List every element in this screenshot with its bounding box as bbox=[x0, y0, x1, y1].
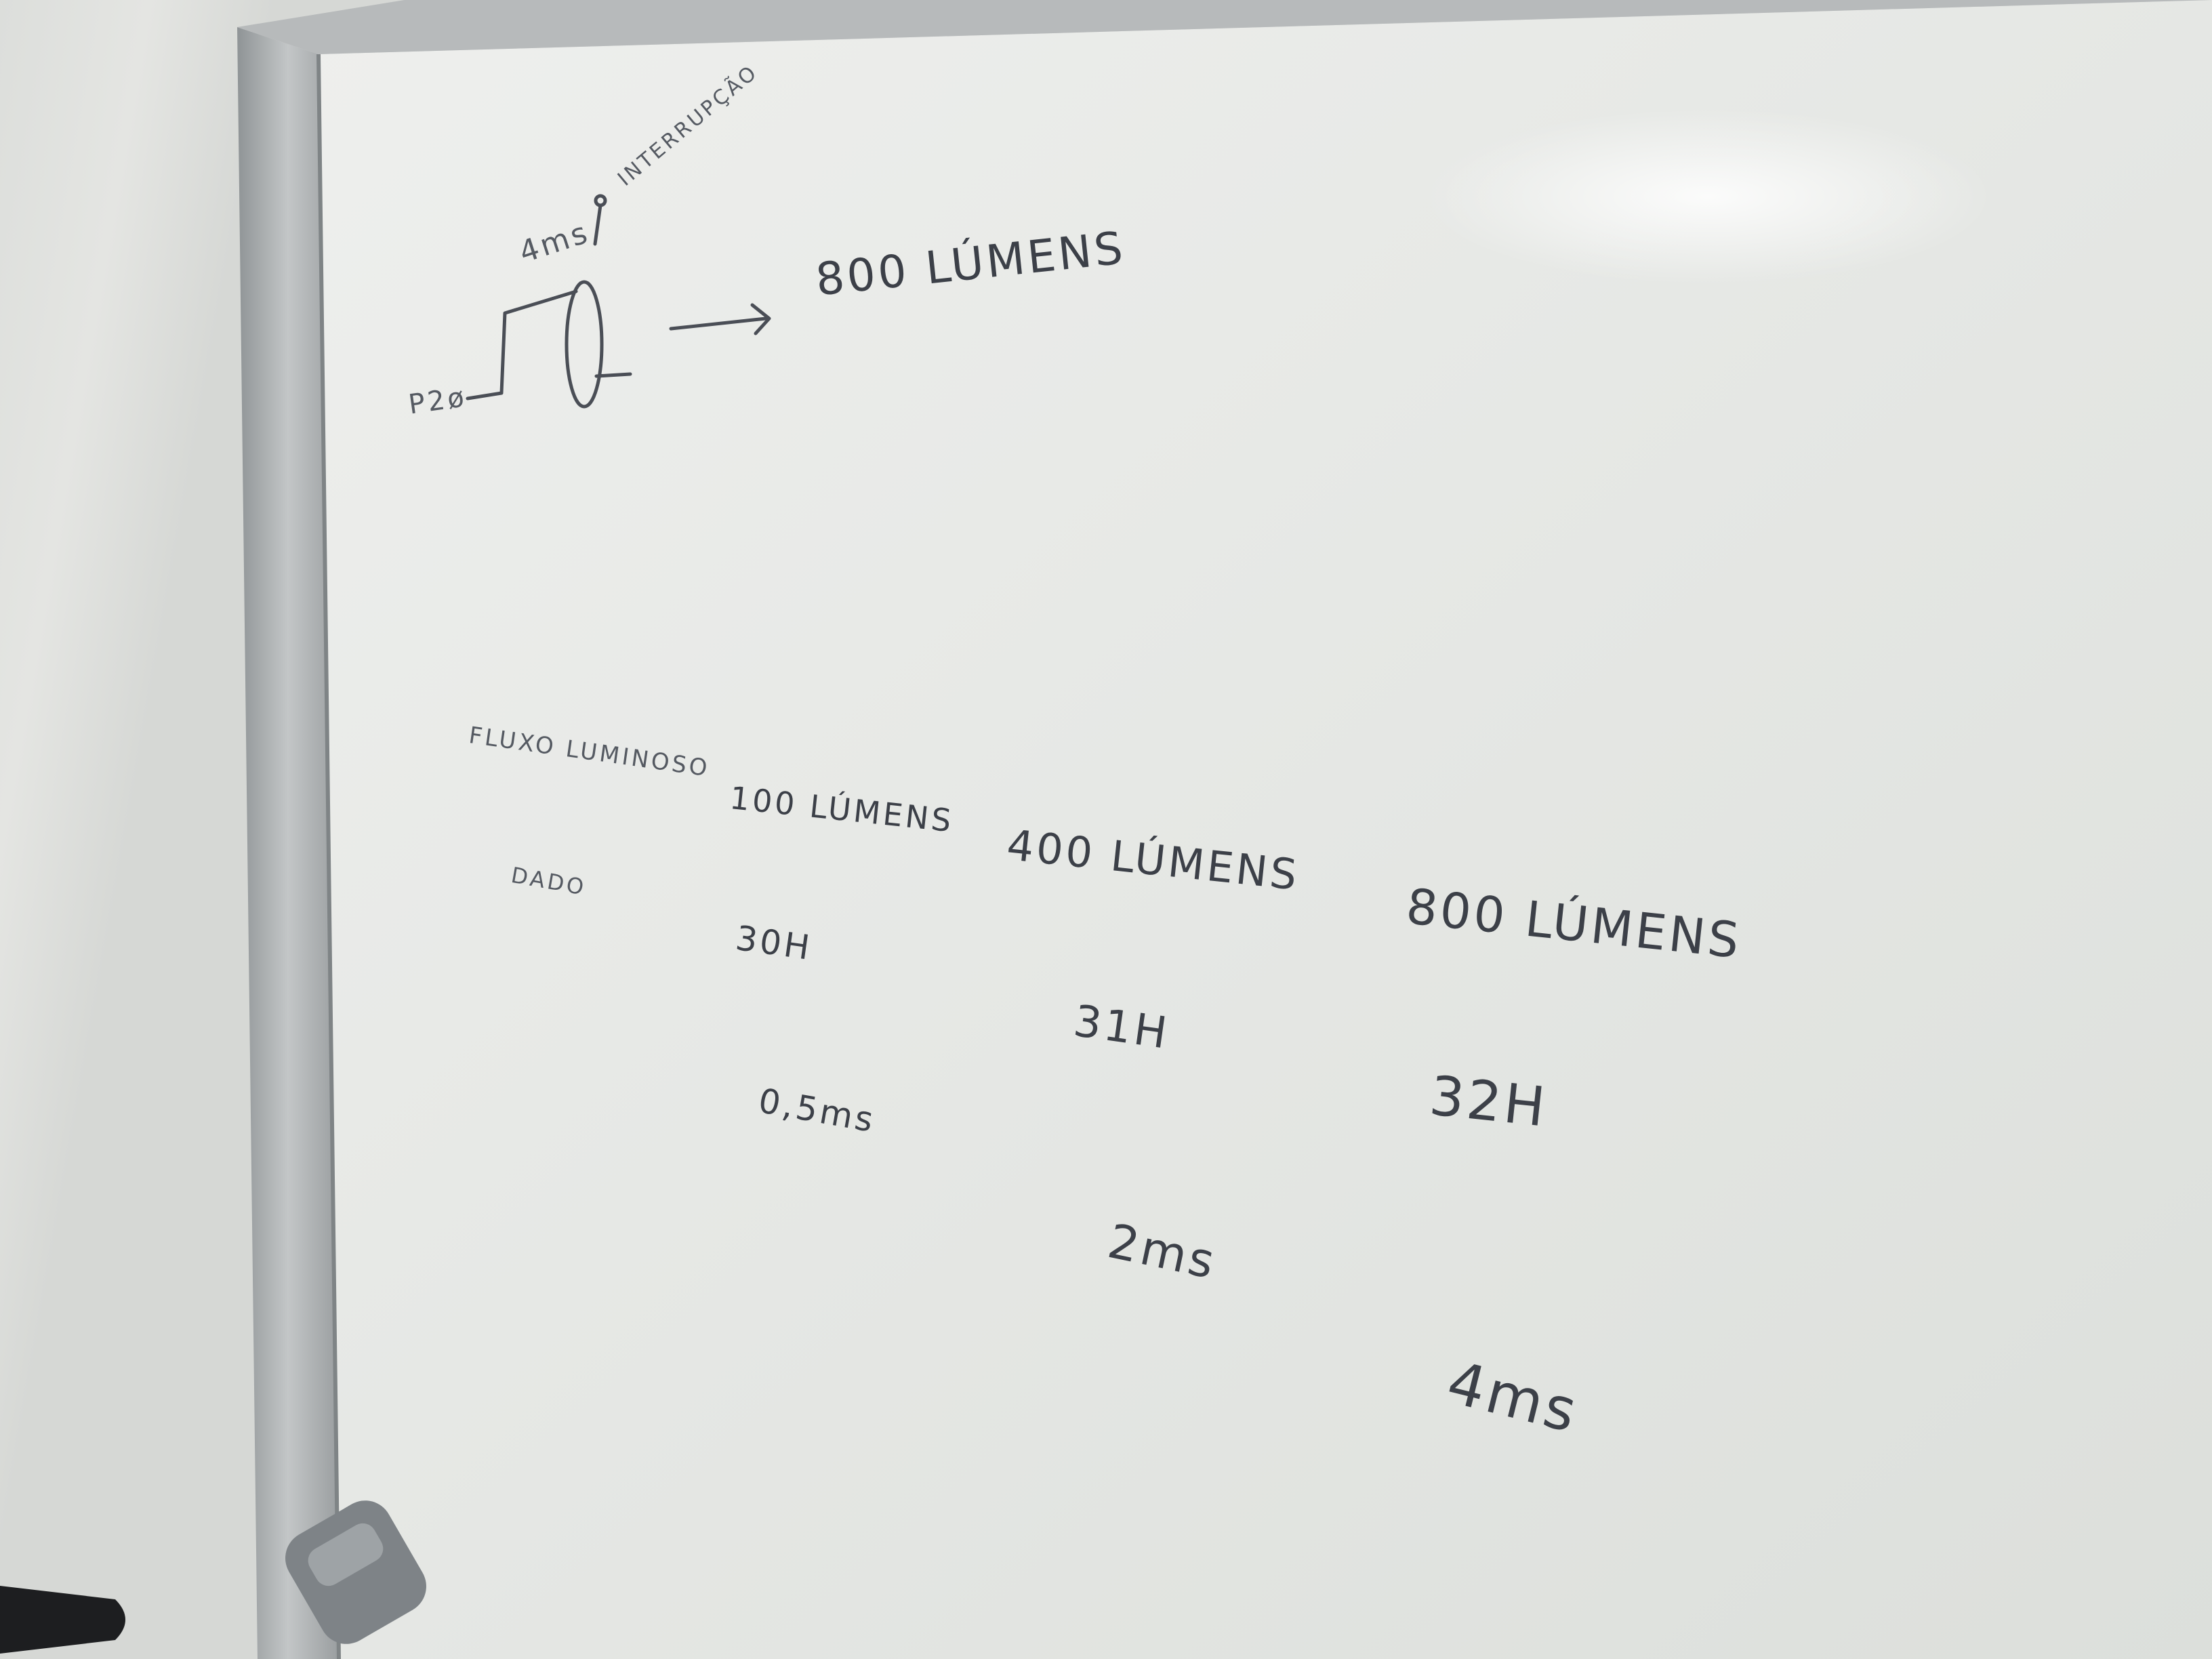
whiteboard-surface bbox=[319, 0, 2212, 1659]
arrow-head bbox=[750, 303, 771, 335]
whiteboard-frame-top bbox=[237, 0, 2212, 54]
arrow-shaft bbox=[669, 316, 768, 331]
whiteboard-frame bbox=[237, 27, 339, 1659]
eraser bbox=[285, 1500, 426, 1644]
chair-edge bbox=[0, 1586, 125, 1654]
signal-diagram bbox=[466, 194, 771, 409]
pulse-waveform bbox=[466, 289, 578, 401]
light-glare bbox=[1423, 108, 1992, 285]
column-3-data: 32H bbox=[1427, 1064, 1551, 1139]
lamp-symbol bbox=[565, 280, 604, 409]
output-line bbox=[594, 372, 632, 378]
